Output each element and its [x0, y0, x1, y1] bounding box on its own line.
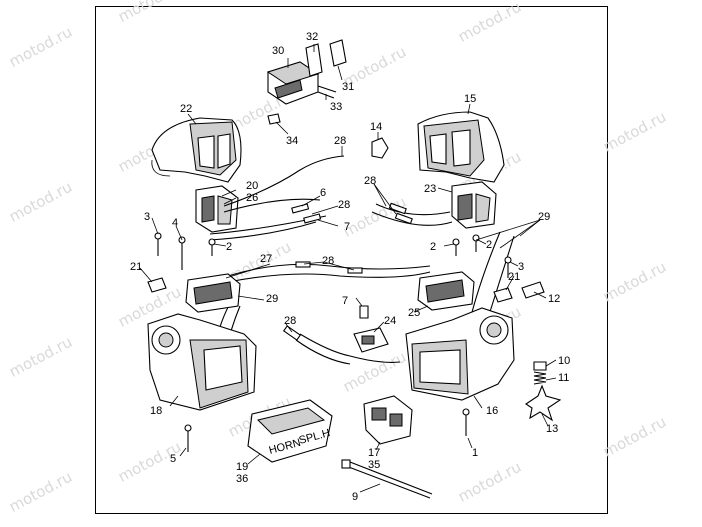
callout-10: 10 [558, 355, 570, 367]
callout-5: 5 [170, 453, 176, 465]
callout-13: 13 [546, 423, 558, 435]
spring-knob-part [525, 361, 562, 422]
callout-3: 3 [144, 211, 150, 223]
left-switch-assembly-part [195, 185, 239, 233]
callout-17: 17 [368, 447, 380, 459]
callout-28: 28 [338, 199, 350, 211]
diagram-frame [95, 6, 608, 514]
callout-34: 34 [286, 135, 298, 147]
callout-26: 26 [246, 192, 258, 204]
left-lower-housing-part [147, 313, 257, 411]
leader-lines [139, 44, 557, 493]
callout-19: 19 [236, 461, 248, 473]
callout-6: 6 [320, 187, 326, 199]
callout-21: 21 [508, 271, 520, 283]
callout-7: 7 [344, 221, 350, 233]
callout-9: 9 [352, 491, 358, 503]
callout-22: 22 [180, 103, 192, 115]
screw-parts [147, 232, 545, 452]
callout-1: 1 [472, 447, 478, 459]
callout-18: 18 [150, 405, 162, 417]
callout-14: 14 [370, 121, 382, 133]
callout-2: 2 [226, 241, 232, 253]
callout-36: 36 [236, 473, 248, 485]
clip-part [371, 137, 389, 159]
callout-4: 4 [172, 217, 178, 229]
horn-switch-block-part: HORN SPL.H [247, 399, 333, 463]
left-housing-cover-part [151, 117, 242, 183]
callout-2: 2 [430, 241, 436, 253]
callout-28: 28 [334, 135, 346, 147]
right-housing-cover-part [417, 111, 505, 183]
callout-31: 31 [342, 81, 354, 93]
callout-29: 29 [266, 293, 278, 305]
callout-21: 21 [130, 261, 142, 273]
callout-28: 28 [364, 175, 376, 187]
callout-32: 32 [306, 31, 318, 43]
callout-11: 11 [558, 372, 569, 384]
callout-16: 16 [486, 405, 498, 417]
callout-23: 23 [424, 183, 436, 195]
callout-29: 29 [538, 211, 550, 223]
callout-35: 35 [368, 459, 380, 471]
callout-24: 24 [384, 315, 396, 327]
callout-28: 28 [284, 315, 296, 327]
callout-28: 28 [322, 255, 334, 267]
right-switch-module-part [417, 271, 475, 311]
callout-15: 15 [464, 93, 476, 105]
cable-tie-part [341, 459, 433, 499]
callout-30: 30 [272, 45, 284, 57]
callout-20: 20 [246, 180, 258, 192]
left-switch-module-part [185, 273, 241, 313]
callout-3: 3 [518, 261, 524, 273]
right-switch-assembly-part [451, 181, 497, 229]
callout-7: 7 [342, 295, 348, 307]
callout-labels: 30 32 31 33 34 22 15 28 14 23 28 20 26 6… [130, 31, 570, 503]
small-switch-part [353, 305, 389, 353]
callout-2: 2 [486, 239, 492, 251]
callout-33: 33 [330, 101, 342, 113]
right-lower-housing-part [405, 307, 515, 401]
callout-12: 12 [548, 293, 560, 305]
switch-block-part [363, 395, 413, 445]
callout-27: 27 [260, 253, 272, 265]
relay-module-part [266, 39, 347, 125]
callout-25: 25 [408, 307, 420, 319]
